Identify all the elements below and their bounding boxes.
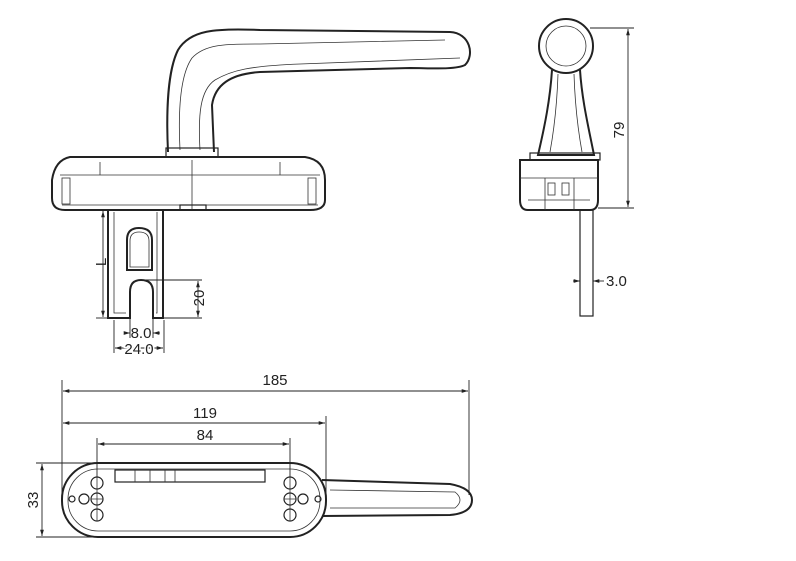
side-view: 79 3.0 [519, 18, 634, 317]
dim-slot-depth: 20 [191, 290, 208, 307]
handle-body-side [536, 69, 596, 156]
dim-base-length: 119 [193, 405, 217, 422]
bottom-view: 185 119 84 33 [25, 372, 474, 538]
dim-base-width: 33 [25, 492, 42, 509]
dim-slot-width: 8.0 [131, 325, 152, 342]
lever-top-view [321, 479, 474, 517]
front-view: L 20 8.0 24.0 [51, 28, 471, 360]
dim-length-label: L [93, 258, 110, 266]
handle-neck [165, 147, 219, 158]
dim-total-length: 185 [262, 372, 287, 389]
dim-hole-spacing: 84 [197, 427, 214, 444]
side-spindle [579, 209, 594, 317]
handle-lever [166, 28, 471, 153]
dim-height: 79 [611, 122, 628, 139]
spindle-plate [107, 210, 164, 319]
base-plate [51, 156, 326, 211]
spindle-window [126, 226, 153, 271]
base-top-view [61, 462, 327, 538]
handle-ring [538, 18, 594, 74]
dim-spindle-thickness: 3.0 [606, 273, 627, 290]
side-base [519, 159, 599, 211]
dim-plate-width: 24.0 [124, 341, 153, 358]
